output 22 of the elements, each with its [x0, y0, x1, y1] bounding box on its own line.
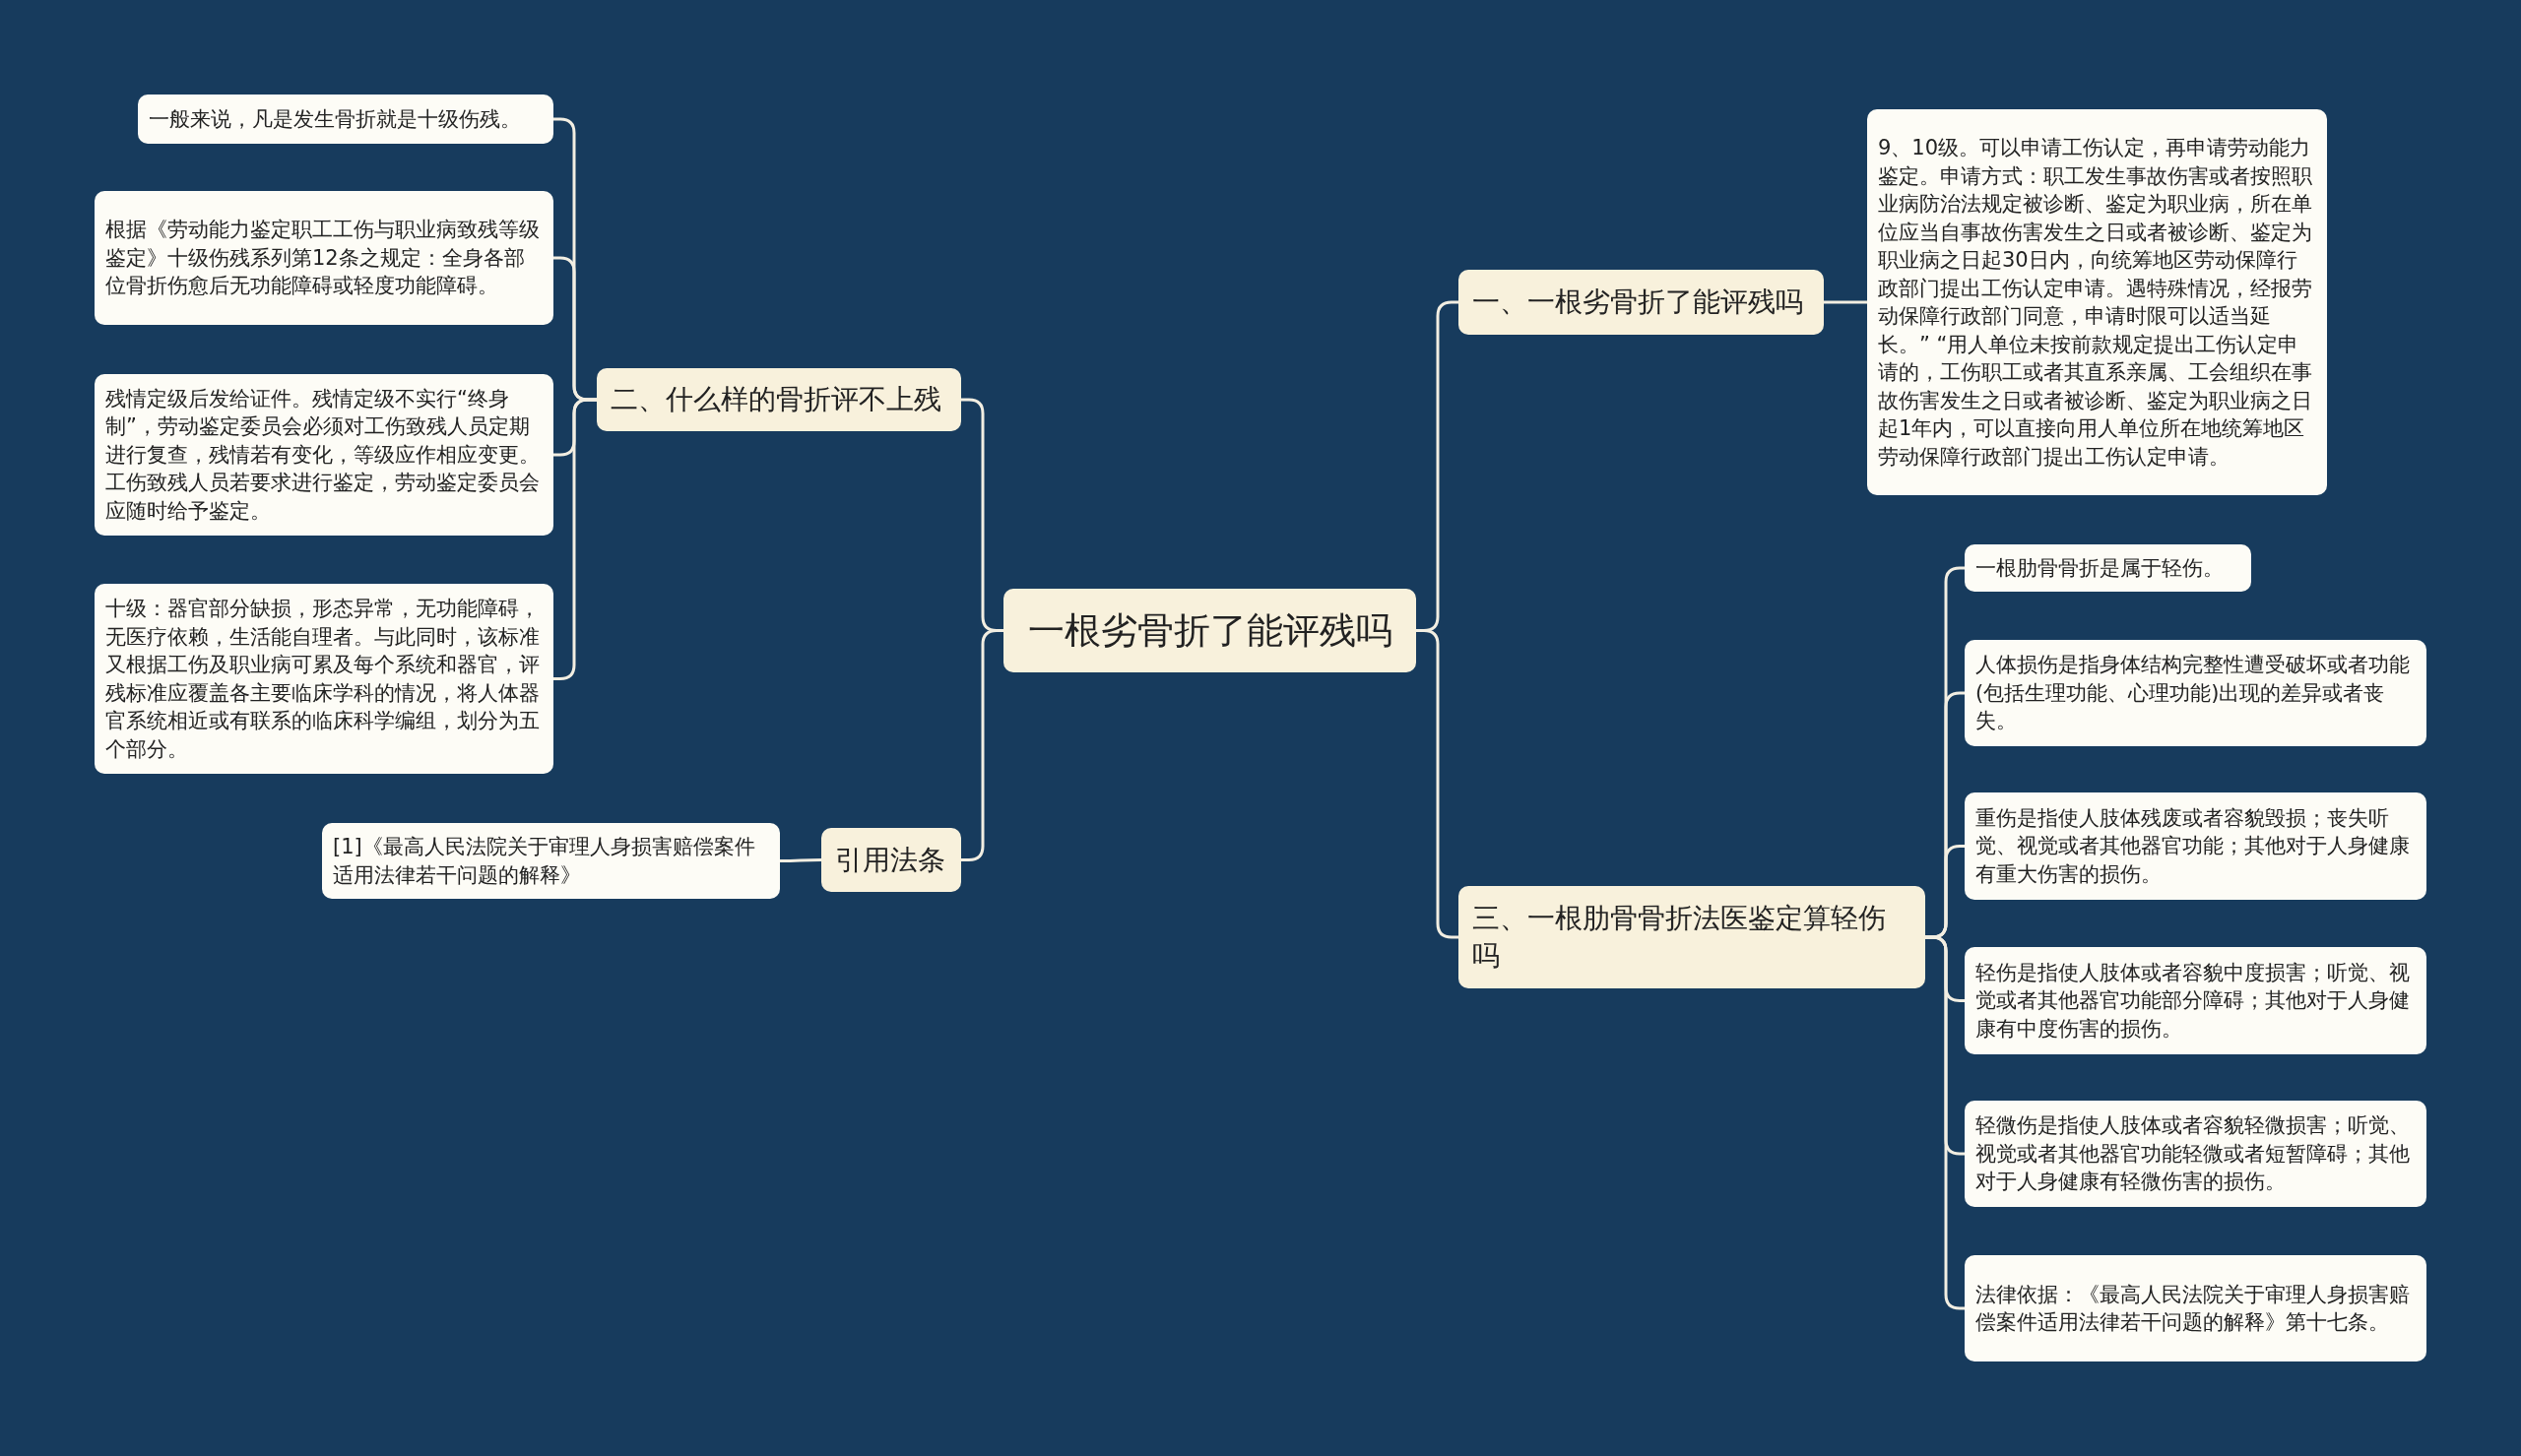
topic-box: 引用法条 — [821, 828, 961, 892]
topic-box: 二、什么样的骨折评不上残 — [597, 368, 961, 431]
topic-box: 一、一根劣骨折了能评残吗 — [1458, 270, 1824, 335]
note-card: 根据《劳动能力鉴定职工工伤与职业病致残等级鉴定》十级伤残系列第12条之规定：全身各部位骨折伤愈后无功能障碍或轻度功能障碍。 — [95, 191, 553, 325]
note-card: 一根肋骨骨折是属于轻伤。 — [1965, 544, 2251, 592]
note-card: 9、10级。可以申请工伤认定，再申请劳动能力鉴定。申请方式：职工发生事故伤害或者按照职业病防治法规定被诊断、鉴定为职业病，所在单位应当自事故伤害发生之日或者被诊断、鉴定为职业病之日起30日内，向统筹地区劳动保障行政部门提出工伤认定申请。遇特殊情况，经报劳动保障行政部门同意，申请时限可以适当延长。” “用人单位未按前款规定提出工伤认定申请的，工伤职工或者其直系亲属、工会组织在事故伤害发生之日或者被诊断、鉴定为职业病之日起1年内，可以直接向用人单位所在地统筹地区劳动保障行政部门提出工伤认定申请。 — [1867, 109, 2327, 495]
note-card: [1]《最高人民法院关于审理人身损害赔偿案件适用法律若干问题的解释》 — [322, 823, 780, 899]
topic-box: 三、一根肋骨骨折法医鉴定算轻伤吗 — [1458, 886, 1925, 988]
connector-line — [1416, 629, 1458, 939]
note-card: 法律依据：《最高人民法院关于审理人身损害赔偿案件适用法律若干问题的解释》第十七条。 — [1965, 1255, 2426, 1361]
note-card: 重伤是指使人肢体残废或者容貌毁损；丧失听觉、视觉或者其他器官功能；其他对于人身健康有重大伤害的损伤。 — [1965, 792, 2426, 900]
note-card: 人体损伤是指身体结构完整性遭受破坏或者功能(包括生理功能、心理功能)出现的差异或者丧失。 — [1965, 640, 2426, 746]
connector-line — [1824, 300, 1867, 304]
note-card: 轻微伤是指使人肢体或者容貌轻微损害；听觉、视觉或者其他器官功能轻微或者短暂障碍；其他对于人身健康有轻微伤害的损伤。 — [1965, 1101, 2426, 1207]
note-card: 一般来说，凡是发生骨折就是十级伤残。 — [138, 95, 553, 144]
note-card: 残情定级后发给证件。残情定级不实行“终身制”，劳动鉴定委员会必须对工伤致残人员定期进行复查，残情若有变化，等级应作相应变更。工伤致残人员若要求进行鉴定，劳动鉴定委员会应随时给予鉴定。 — [95, 374, 553, 536]
note-card: 轻伤是指使人肢体或者容貌中度损害；听觉、视觉或者其他器官功能部分障碍；其他对于人身健康有中度伤害的损伤。 — [1965, 947, 2426, 1054]
connector-line — [961, 629, 1003, 861]
connector-line — [780, 858, 821, 862]
note-card: 十级：器官部分缺损，形态异常，无功能障碍，无医疗依赖，生活能自理者。与此同时，该标准又根据工伤及职业病可累及每个系统和器官，评残标准应覆盖各主要临床学科的情况，将人体器官系统相近或有联系的临床科学编组，划分为五个部分。 — [95, 584, 553, 774]
root-topic-box: 一根劣骨折了能评残吗 — [1003, 589, 1416, 672]
connector-line — [553, 398, 597, 680]
